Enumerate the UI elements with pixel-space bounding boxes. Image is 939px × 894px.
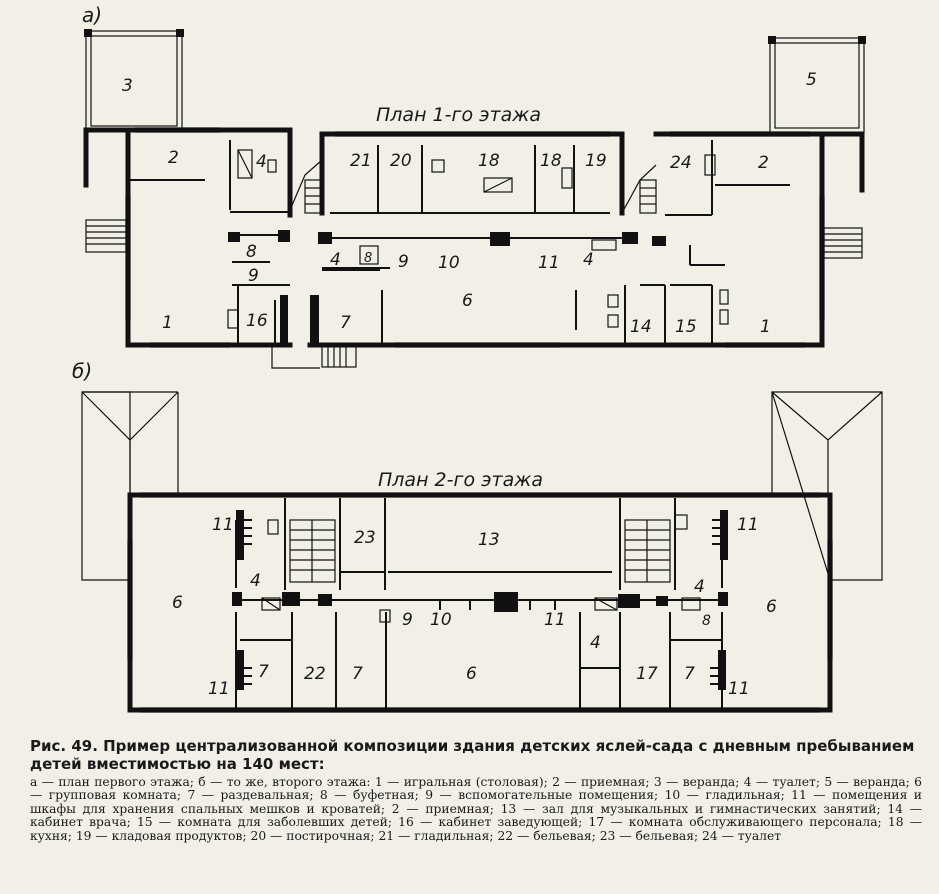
room-label: 11 bbox=[208, 679, 230, 699]
caption-title: Рис. 49. Пример централизованной компози… bbox=[30, 737, 922, 773]
room-label: 7 bbox=[352, 664, 363, 684]
room-label: 1 bbox=[162, 313, 173, 333]
plan-first-floor: а) План 1-го этажа bbox=[82, 3, 866, 369]
room-label: 1 bbox=[760, 317, 771, 337]
room-label: 6 bbox=[766, 597, 777, 617]
plan-second-floor: б) План 2-го этажа bbox=[72, 359, 883, 713]
room-label: 4 bbox=[256, 152, 267, 172]
room-label: 2 bbox=[758, 153, 769, 173]
figure-letter-b: б) bbox=[72, 359, 92, 383]
room-label: 4 bbox=[694, 577, 705, 597]
figure-number: Рис. 49. bbox=[30, 737, 98, 755]
room-label: 2 bbox=[168, 148, 179, 168]
room-label: 14 bbox=[630, 317, 652, 337]
room-label: 8 bbox=[364, 251, 372, 266]
room-label: 22 bbox=[304, 664, 326, 684]
room-label: 9 bbox=[398, 252, 409, 272]
room-label: 7 bbox=[340, 313, 351, 333]
room-label: 13 bbox=[478, 530, 500, 550]
room-label: 4 bbox=[250, 571, 261, 591]
caption-legend: а — план первого этажа; б — то же, второ… bbox=[30, 775, 922, 843]
room-label: 8 bbox=[246, 242, 257, 262]
room-label: 18 bbox=[478, 151, 500, 171]
room-label: 19 bbox=[585, 151, 607, 171]
plan-b-title: План 2-го этажа bbox=[378, 469, 543, 491]
room-label: 11 bbox=[737, 515, 759, 535]
room-label: 23 bbox=[354, 528, 376, 548]
room-label: 6 bbox=[462, 291, 473, 311]
room-label: 3 bbox=[122, 76, 133, 96]
room-label: 10 bbox=[438, 253, 460, 273]
room-label: 24 bbox=[670, 153, 692, 173]
room-label: 6 bbox=[172, 593, 183, 613]
room-label: 11 bbox=[212, 515, 234, 535]
room-label: 7 bbox=[258, 662, 269, 682]
room-label: 7 bbox=[684, 664, 695, 684]
room-label: 4 bbox=[330, 250, 341, 270]
room-label: 16 bbox=[246, 311, 268, 331]
room-label: 9 bbox=[402, 610, 413, 630]
room-label: 10 bbox=[430, 610, 452, 630]
room-label: 6 bbox=[466, 664, 477, 684]
room-label: 4 bbox=[583, 250, 594, 270]
room-label: 8 bbox=[702, 613, 711, 629]
room-label: 21 bbox=[350, 151, 372, 171]
floor-plans-drawing: а) План 1-го этажа bbox=[72, 3, 883, 713]
room-label: 11 bbox=[728, 679, 750, 699]
caption-title-text: Пример централизованной композиции здани… bbox=[30, 737, 915, 773]
room-label: 17 bbox=[636, 664, 658, 684]
figure-letter-a: а) bbox=[82, 3, 102, 27]
room-label: 11 bbox=[538, 253, 560, 273]
room-label: 9 bbox=[248, 266, 259, 286]
figure-caption: Рис. 49. Пример централизованной компози… bbox=[30, 737, 922, 843]
plan-a-title: План 1-го этажа bbox=[376, 104, 541, 126]
room-label: 20 bbox=[390, 151, 412, 171]
room-label: 4 bbox=[590, 633, 601, 653]
room-label: 18 bbox=[540, 151, 562, 171]
room-label: 15 bbox=[675, 317, 697, 337]
room-label: 5 bbox=[806, 70, 817, 90]
room-label: 11 bbox=[544, 610, 566, 630]
